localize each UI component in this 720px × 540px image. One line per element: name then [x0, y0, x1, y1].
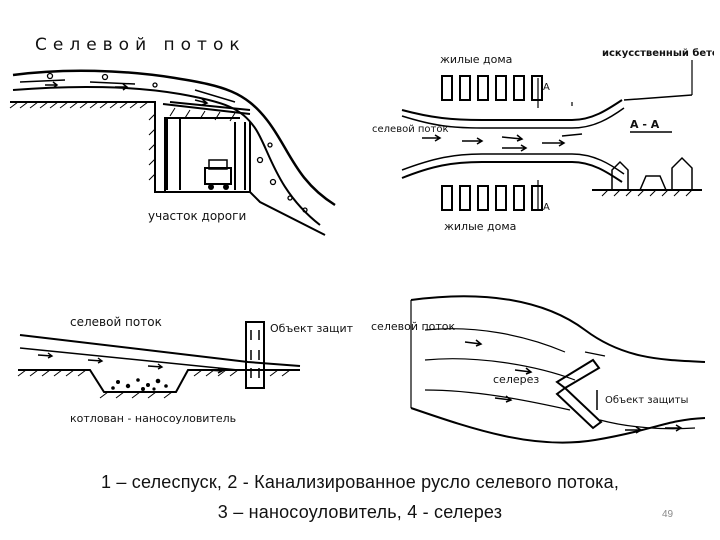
building-icon: [245, 321, 265, 389]
caption-line-2: 3 – наносоуловитель, 4 - селерез: [217, 502, 503, 522]
fig2-houses-top-label: жилые дома: [440, 53, 512, 66]
fig3-flow-label: селевой поток: [70, 315, 162, 329]
fig4-object-label: Объект защиты: [605, 395, 688, 406]
fig2-houses-bottom-label: жилые дома: [444, 220, 516, 233]
fig1-flow-label: Селевой поток: [35, 35, 246, 55]
fig4-flow-label: селевой поток: [371, 320, 456, 333]
figure-mudflow-chute: Селевой поток участок дороги: [9, 35, 336, 236]
fig3-pit-label: котлован - наносоуловитель: [70, 412, 236, 425]
fig2-marker-a-bottom: А: [543, 202, 550, 213]
figure-sediment-trap: селевой поток Объект защиты котлован - н…: [17, 315, 353, 425]
caption-line-1: 1 – селеспуск, 2 - Канализированное русл…: [100, 472, 620, 492]
fig2-marker-a-top: А: [543, 82, 550, 93]
fig2-channel-label: искусственный бетонный канал: [602, 47, 714, 59]
figure-mudflow-diverter: селевой поток селерез Объект защиты: [371, 295, 706, 444]
diverter-dam: [555, 358, 603, 430]
fig4-dam-label: селерез: [493, 373, 539, 386]
fig1-road-label: участок дороги: [148, 209, 246, 223]
figure-channelized-bed: жилые дома искусственный бетонный канал …: [372, 47, 714, 233]
page-number: 49: [662, 509, 674, 520]
fig2-section-label: А - А: [630, 118, 660, 131]
fig2-flow-label: селевой поток: [372, 124, 449, 135]
fig3-object-label: Объект защиты: [270, 322, 353, 335]
car-icon: [204, 159, 232, 190]
